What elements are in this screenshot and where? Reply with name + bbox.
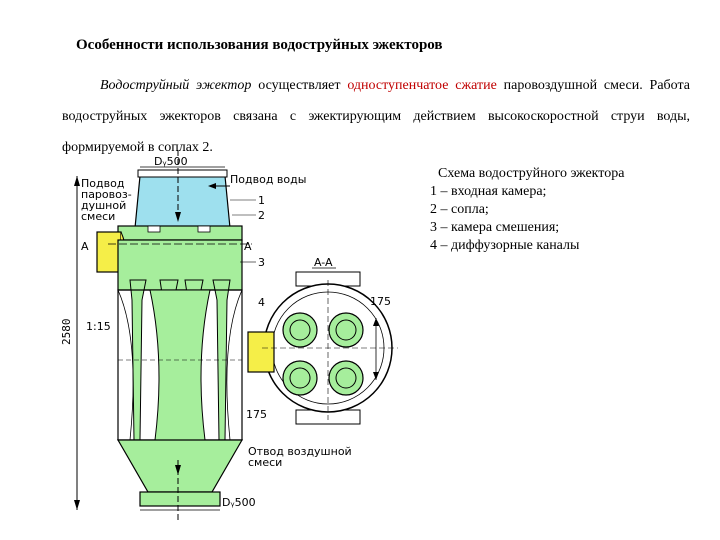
part-number-2: 2: [258, 209, 265, 222]
outlet-label-1: Отвод воздушной: [248, 445, 352, 458]
bottom-diameter-label: Dᵧ500: [222, 496, 256, 509]
section-mark-right: A: [244, 240, 252, 253]
vapor-inlet-pipe: [96, 231, 122, 273]
part-number-4: 4: [258, 296, 265, 309]
legend-title: Схема водоструйного эжектора: [438, 166, 625, 181]
legend-item-3: 3 – камера смешения;: [430, 220, 560, 235]
vapor-inlet-label-4: смеси: [81, 210, 115, 223]
part-number-3: 3: [258, 256, 265, 269]
section-vapor-pipe: [247, 331, 275, 373]
legend-item-1: 1 – входная камера;: [430, 184, 547, 199]
vapor-inlet-label-3: душной: [81, 199, 126, 212]
slope-label: 1:15: [86, 320, 111, 333]
text-part-1: осуществляет: [258, 78, 341, 93]
vapor-inlet-label-1: Подвод: [81, 177, 125, 190]
height-label: 2580: [60, 319, 73, 346]
legend-item-2: 2 – сопла;: [430, 202, 489, 217]
section-title: A-A: [314, 256, 333, 269]
outlet-label-2: смеси: [248, 456, 282, 469]
top-diameter-label: Dᵧ500: [154, 155, 188, 168]
dimension-175-right: 175: [370, 295, 391, 308]
figure-legend: Схема водоструйного эжектора 1 – входная…: [430, 165, 624, 255]
water-inlet-label: Подвод воды: [230, 173, 306, 186]
highlight-text: одноступенчатое сжатие: [347, 78, 497, 93]
term: Водоструйный эжектор: [100, 78, 252, 93]
dimension-175-bottom: 175: [246, 408, 267, 421]
text-part-2: паровоздушной смеси. Работа водоструйных…: [62, 78, 690, 155]
section-mark-left: A: [81, 240, 89, 253]
legend-item-4: 4 – диффузорные каналы: [430, 238, 580, 253]
page-title: Особенности использования водоструйных э…: [76, 37, 443, 53]
vapor-inlet-label-2: паровоз-: [81, 188, 132, 201]
description-paragraph: Водоструйный эжектор осуществляет одност…: [62, 70, 690, 163]
part-number-1: 1: [258, 194, 265, 207]
